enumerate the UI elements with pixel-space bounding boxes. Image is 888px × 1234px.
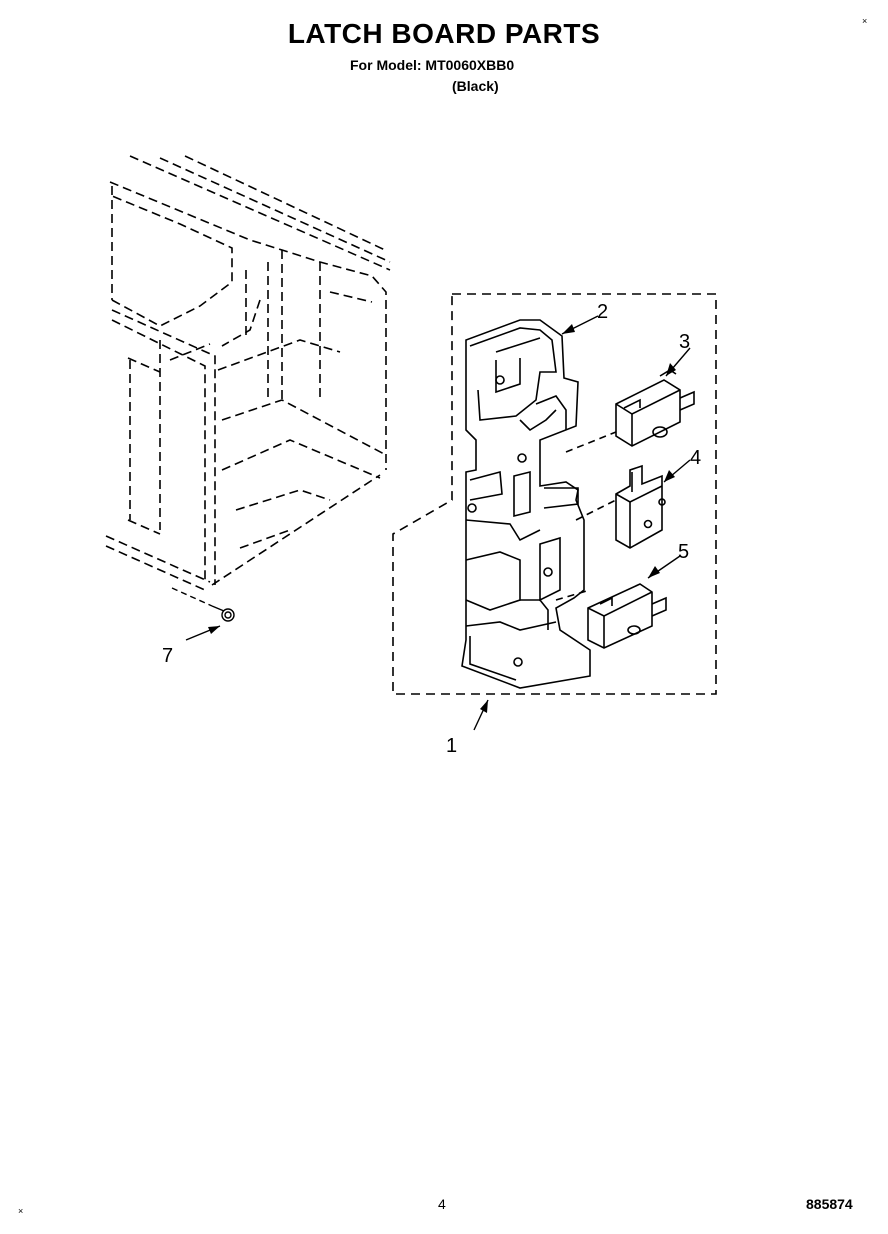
callout-2: 2 — [597, 301, 608, 323]
color-label: (Black) — [452, 78, 499, 94]
switch-part-4 — [575, 464, 666, 549]
arrowheads — [208, 324, 676, 713]
cabinet-frame-phantom — [105, 155, 391, 591]
latch-board-part-1 — [461, 319, 591, 689]
callout-5: 5 — [678, 541, 689, 563]
document-code: 885874 — [806, 1196, 853, 1212]
switch-part-5 — [555, 583, 667, 649]
page-number: 4 — [438, 1196, 446, 1212]
page-title: LATCH BOARD PARTS — [287, 18, 601, 49]
corner-mark-bottom-left: × — [18, 1206, 24, 1216]
callout-4: 4 — [690, 447, 701, 469]
switch-part-3 — [565, 369, 695, 453]
model-label: For Model: MT0060XBB0 — [350, 57, 515, 73]
corner-mark-top-right: × — [862, 16, 868, 26]
callout-7: 7 — [162, 645, 173, 667]
assembly-box — [392, 293, 717, 695]
callout-3: 3 — [679, 331, 690, 353]
screw-part-7 — [171, 587, 235, 622]
callout-1: 1 — [446, 735, 457, 757]
leader-arrows — [185, 315, 691, 731]
